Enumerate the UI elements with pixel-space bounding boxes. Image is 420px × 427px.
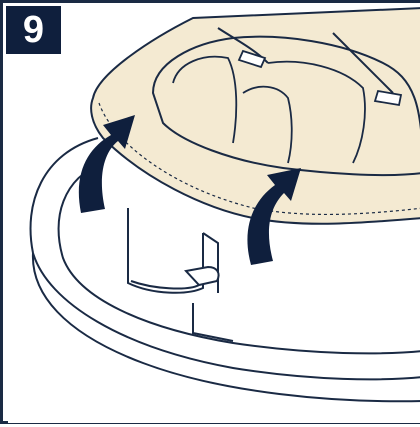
lift-arrow-icon — [247, 168, 301, 265]
harness-buckle-right — [373, 89, 403, 107]
cushion-panel-left — [172, 55, 238, 144]
lever-slot — [130, 280, 200, 290]
base-support — [127, 208, 204, 294]
release-lever — [184, 265, 220, 287]
harness-strap-right — [332, 32, 394, 94]
lift-arrow-icon — [78, 115, 135, 213]
cushion-panel-center — [267, 60, 366, 164]
base-shell-bottom — [31, 252, 420, 403]
harness-buckle-left — [237, 49, 267, 69]
cushion-panel-crotch — [242, 85, 293, 164]
seat-cushion — [151, 35, 420, 177]
step-number-badge: 9 — [6, 6, 61, 54]
base-shell-outer — [8, 153, 420, 423]
base-shell-inner-rim — [57, 162, 420, 355]
car-seat-illustration — [8, 7, 420, 423]
base-shell-rim — [29, 137, 420, 381]
